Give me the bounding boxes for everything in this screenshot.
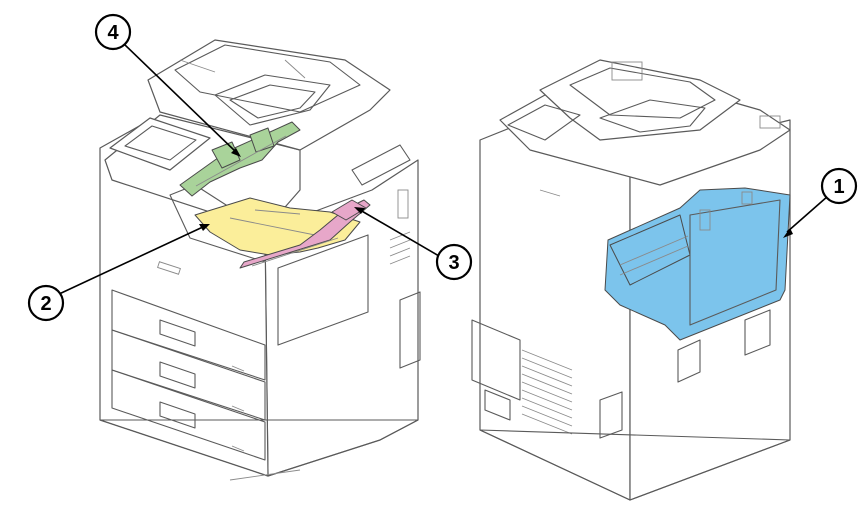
callout-3-number: 3 bbox=[448, 252, 459, 274]
paper-guide-part bbox=[239, 199, 371, 269]
callout-2-number: 2 bbox=[40, 293, 51, 315]
callout-1: 1 bbox=[783, 167, 858, 238]
callout-3: 3 bbox=[354, 207, 473, 281]
callout-4-number: 4 bbox=[107, 22, 119, 44]
callout-4: 4 bbox=[94, 13, 241, 157]
callout-2: 2 bbox=[27, 224, 210, 322]
callout-1-number: 1 bbox=[833, 176, 844, 198]
front-view-printer-icon bbox=[99, 39, 421, 481]
feeder-bracket-part bbox=[179, 121, 301, 197]
duplex-unit-part bbox=[604, 187, 791, 341]
vent-grille bbox=[521, 349, 573, 435]
